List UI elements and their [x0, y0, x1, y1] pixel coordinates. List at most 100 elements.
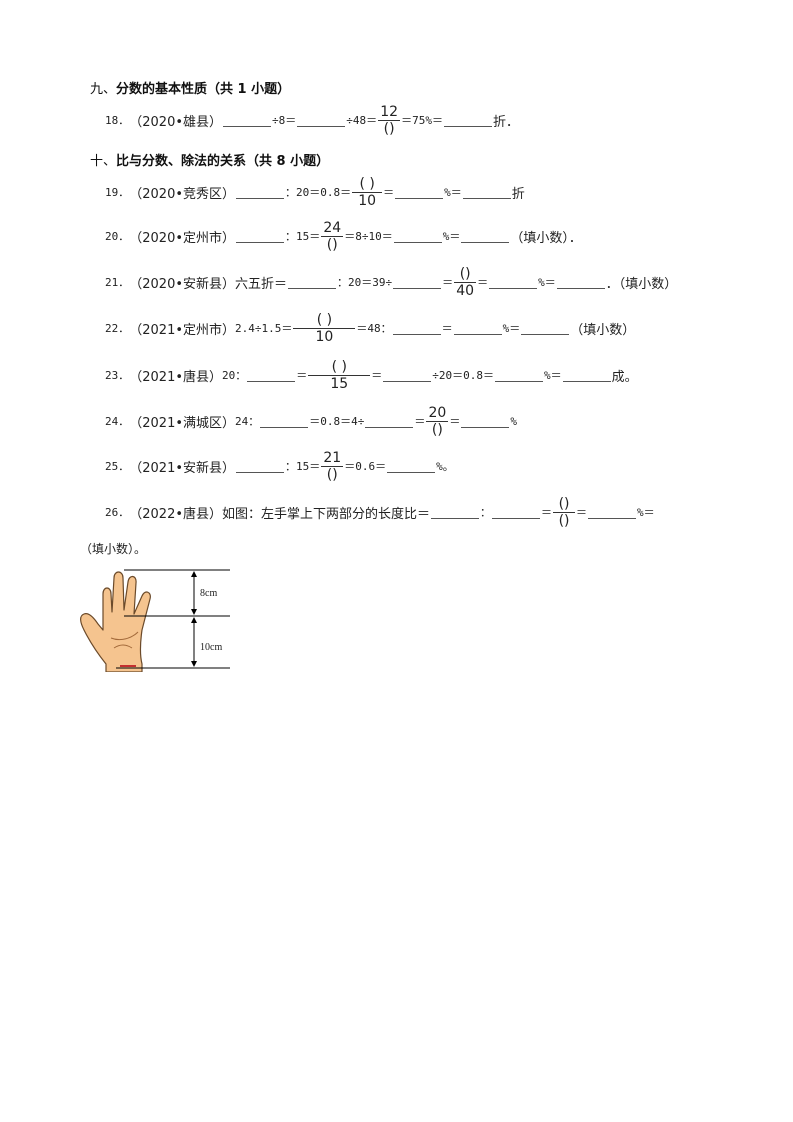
expr-text: %＝ [502, 322, 521, 335]
question-number: 25． [105, 460, 130, 473]
expr-text: 折． [493, 114, 520, 130]
expr-text: %。 [436, 460, 454, 473]
question-source: （2020•定州市） [129, 230, 236, 246]
answer-blank[interactable] [387, 460, 436, 473]
section-number: 九、 [90, 82, 117, 97]
expr-text: ＝ [576, 506, 588, 519]
answer-blank[interactable] [453, 322, 502, 335]
numerator-blank[interactable]: ( ) [308, 360, 371, 376]
question-source: （2020•竞秀区） [129, 186, 236, 202]
expr-text: ：20＝39÷ [337, 276, 393, 289]
question-source: （2021•安新县） [129, 460, 236, 476]
answer-blank[interactable] [236, 460, 285, 473]
answer-blank[interactable] [392, 322, 441, 335]
section-heading-9: 九、分数的基本性质（共 1 小题） [90, 78, 290, 97]
expr-text: 六五折＝ [235, 276, 288, 292]
numerator: 24 [321, 221, 344, 237]
question-19: 19． （2020•竞秀区） ：20＝0.8＝ ( )10 ＝ %＝ 折 [105, 174, 525, 210]
answer-blank[interactable] [588, 506, 637, 519]
numerator-blank[interactable]: () [553, 497, 576, 513]
expr-text: ：20＝0.8＝ [285, 186, 352, 199]
answer-blank[interactable] [462, 186, 511, 199]
answer-blank[interactable] [461, 415, 510, 428]
denominator-blank[interactable]: () [431, 421, 443, 438]
expr-text: ＝0.6＝ [344, 460, 387, 473]
answer-blank[interactable] [395, 186, 444, 199]
section-title: 分数的基本性质（共 1 小题） [116, 82, 291, 97]
denominator-blank[interactable]: () [326, 236, 338, 253]
answer-blank[interactable] [431, 506, 480, 519]
denominator: 10 [315, 328, 334, 345]
question-21: 21． （2020•安新县） 六五折＝ ：20＝39÷ ＝ ()40 ＝ %＝ … [105, 264, 677, 300]
question-26-continuation: （填小数）。 [80, 542, 147, 556]
answer-blank[interactable] [236, 186, 285, 199]
fraction: ( )10 [293, 313, 356, 345]
answer-blank[interactable] [489, 276, 538, 289]
numerator: 21 [321, 451, 344, 467]
fraction: ()40 [454, 267, 477, 299]
expr-text: %＝ [444, 186, 462, 199]
numerator-blank[interactable]: ( ) [293, 313, 356, 329]
question-source: （2022•唐县） [129, 506, 223, 522]
answer-blank[interactable] [288, 276, 337, 289]
denominator-blank[interactable]: () [326, 466, 338, 483]
numerator-blank[interactable]: ( ) [352, 177, 383, 193]
answer-blank[interactable] [247, 369, 296, 382]
section-title: 比与分数、除法的关系（共 8 小题） [116, 154, 330, 169]
answer-blank[interactable] [393, 230, 442, 243]
answer-blank[interactable] [236, 230, 285, 243]
fraction: ( )15 [308, 360, 371, 392]
answer-blank[interactable] [492, 506, 541, 519]
expr-text: ＝ [383, 186, 395, 199]
expr-text: 2.4÷1.5＝ [235, 322, 293, 335]
answer-blank[interactable] [562, 369, 611, 382]
answer-blank[interactable] [223, 114, 272, 127]
hand-measure-icon [80, 569, 230, 673]
expr-text: ＝48： [356, 322, 392, 335]
expr-text: ：15＝ [285, 460, 321, 473]
question-number: 18． [105, 114, 130, 127]
denominator-blank[interactable]: () [383, 120, 395, 137]
question-number: 21． [105, 276, 130, 289]
denominator: 40 [456, 282, 475, 299]
answer-blank[interactable] [297, 114, 346, 127]
expr-text: ＝75%＝ [401, 114, 444, 127]
answer-blank[interactable] [556, 276, 605, 289]
question-number: 19． [105, 186, 130, 199]
fraction: ()() [553, 497, 576, 529]
section-heading-10: 十、比与分数、除法的关系（共 8 小题） [90, 150, 329, 169]
numerator: 12 [378, 105, 401, 121]
answer-blank[interactable] [365, 415, 414, 428]
expr-text: ＝ [441, 322, 453, 335]
answer-blank[interactable] [495, 369, 544, 382]
expr-text: 如图：左手掌上下两部分的长度比＝ [222, 506, 431, 522]
question-number: 22． [105, 322, 130, 335]
label-8cm: 8cm [200, 588, 218, 599]
question-22: 22． （2021•定州市） 2.4÷1.5＝ ( )10 ＝48： ＝ %＝ … [105, 310, 635, 346]
expr-text: %＝ [544, 369, 562, 382]
expr-text: （填小数）． [510, 230, 582, 246]
expr-text: ：15＝ [285, 230, 321, 243]
answer-blank[interactable] [393, 276, 442, 289]
expr-text: ＝ [477, 276, 489, 289]
answer-blank[interactable] [461, 230, 510, 243]
answer-blank[interactable] [383, 369, 432, 382]
expr-text: 折 [511, 186, 525, 202]
answer-blank[interactable] [444, 114, 493, 127]
numerator-blank[interactable]: () [454, 267, 477, 283]
question-24: 24． （2021•满城区） 24： ＝0.8＝4÷ ＝ 20() ＝ % [105, 403, 517, 439]
question-source: （2021•满城区） [129, 415, 236, 431]
denominator-blank[interactable]: () [558, 512, 570, 529]
expr-text: ＝ [449, 415, 461, 428]
expr-text: ＝ [414, 415, 426, 428]
denominator: 10 [358, 192, 377, 209]
denominator: 15 [330, 375, 349, 392]
fraction: 20() [426, 406, 449, 438]
expr-text: ＝ [371, 369, 383, 382]
question-25: 25． （2021•安新县） ：15＝ 21() ＝0.6＝ %。 [105, 448, 454, 484]
expr-text: ＝ [296, 369, 308, 382]
answer-blank[interactable] [521, 322, 570, 335]
expr-text: ＝0.8＝4÷ [309, 415, 365, 428]
answer-blank[interactable] [260, 415, 309, 428]
question-number: 20． [105, 230, 130, 243]
